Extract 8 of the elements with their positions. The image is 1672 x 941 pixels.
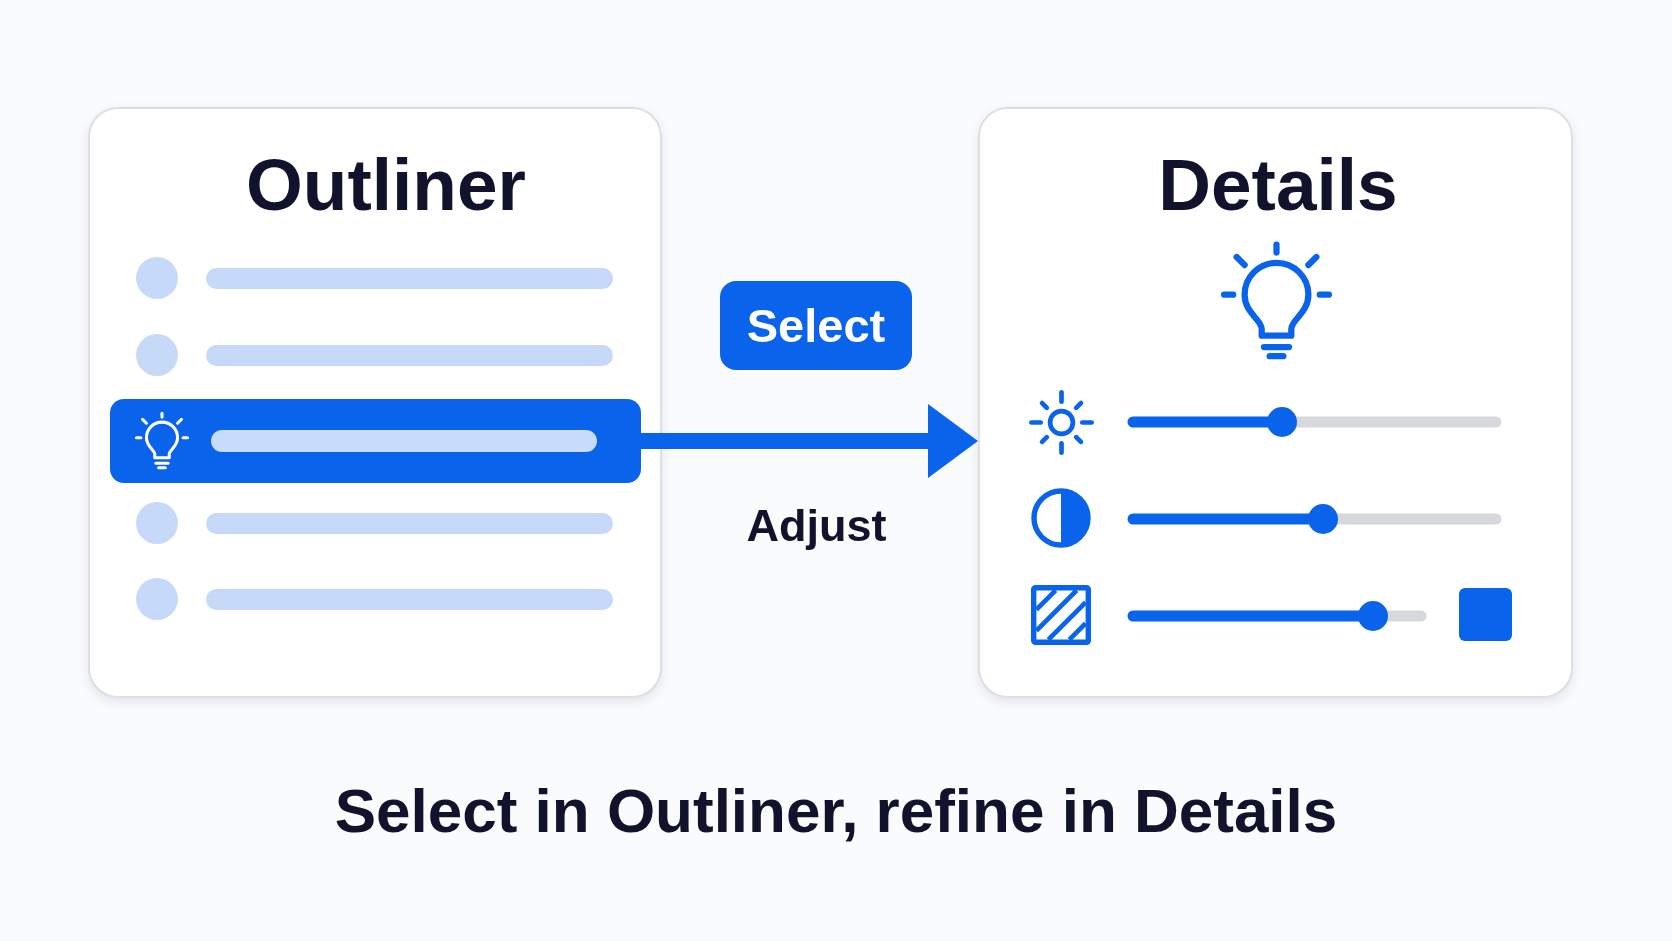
caption: Select in Outliner, refine in Details bbox=[334, 780, 1338, 842]
button: Select bbox=[720, 281, 912, 370]
panel bbox=[978, 107, 1573, 698]
panel bbox=[88, 107, 662, 698]
panel-title: Outliner bbox=[246, 148, 526, 221]
arrow bbox=[641, 404, 978, 478]
selected-row bbox=[110, 399, 641, 483]
panel-title: Details bbox=[1158, 148, 1398, 221]
